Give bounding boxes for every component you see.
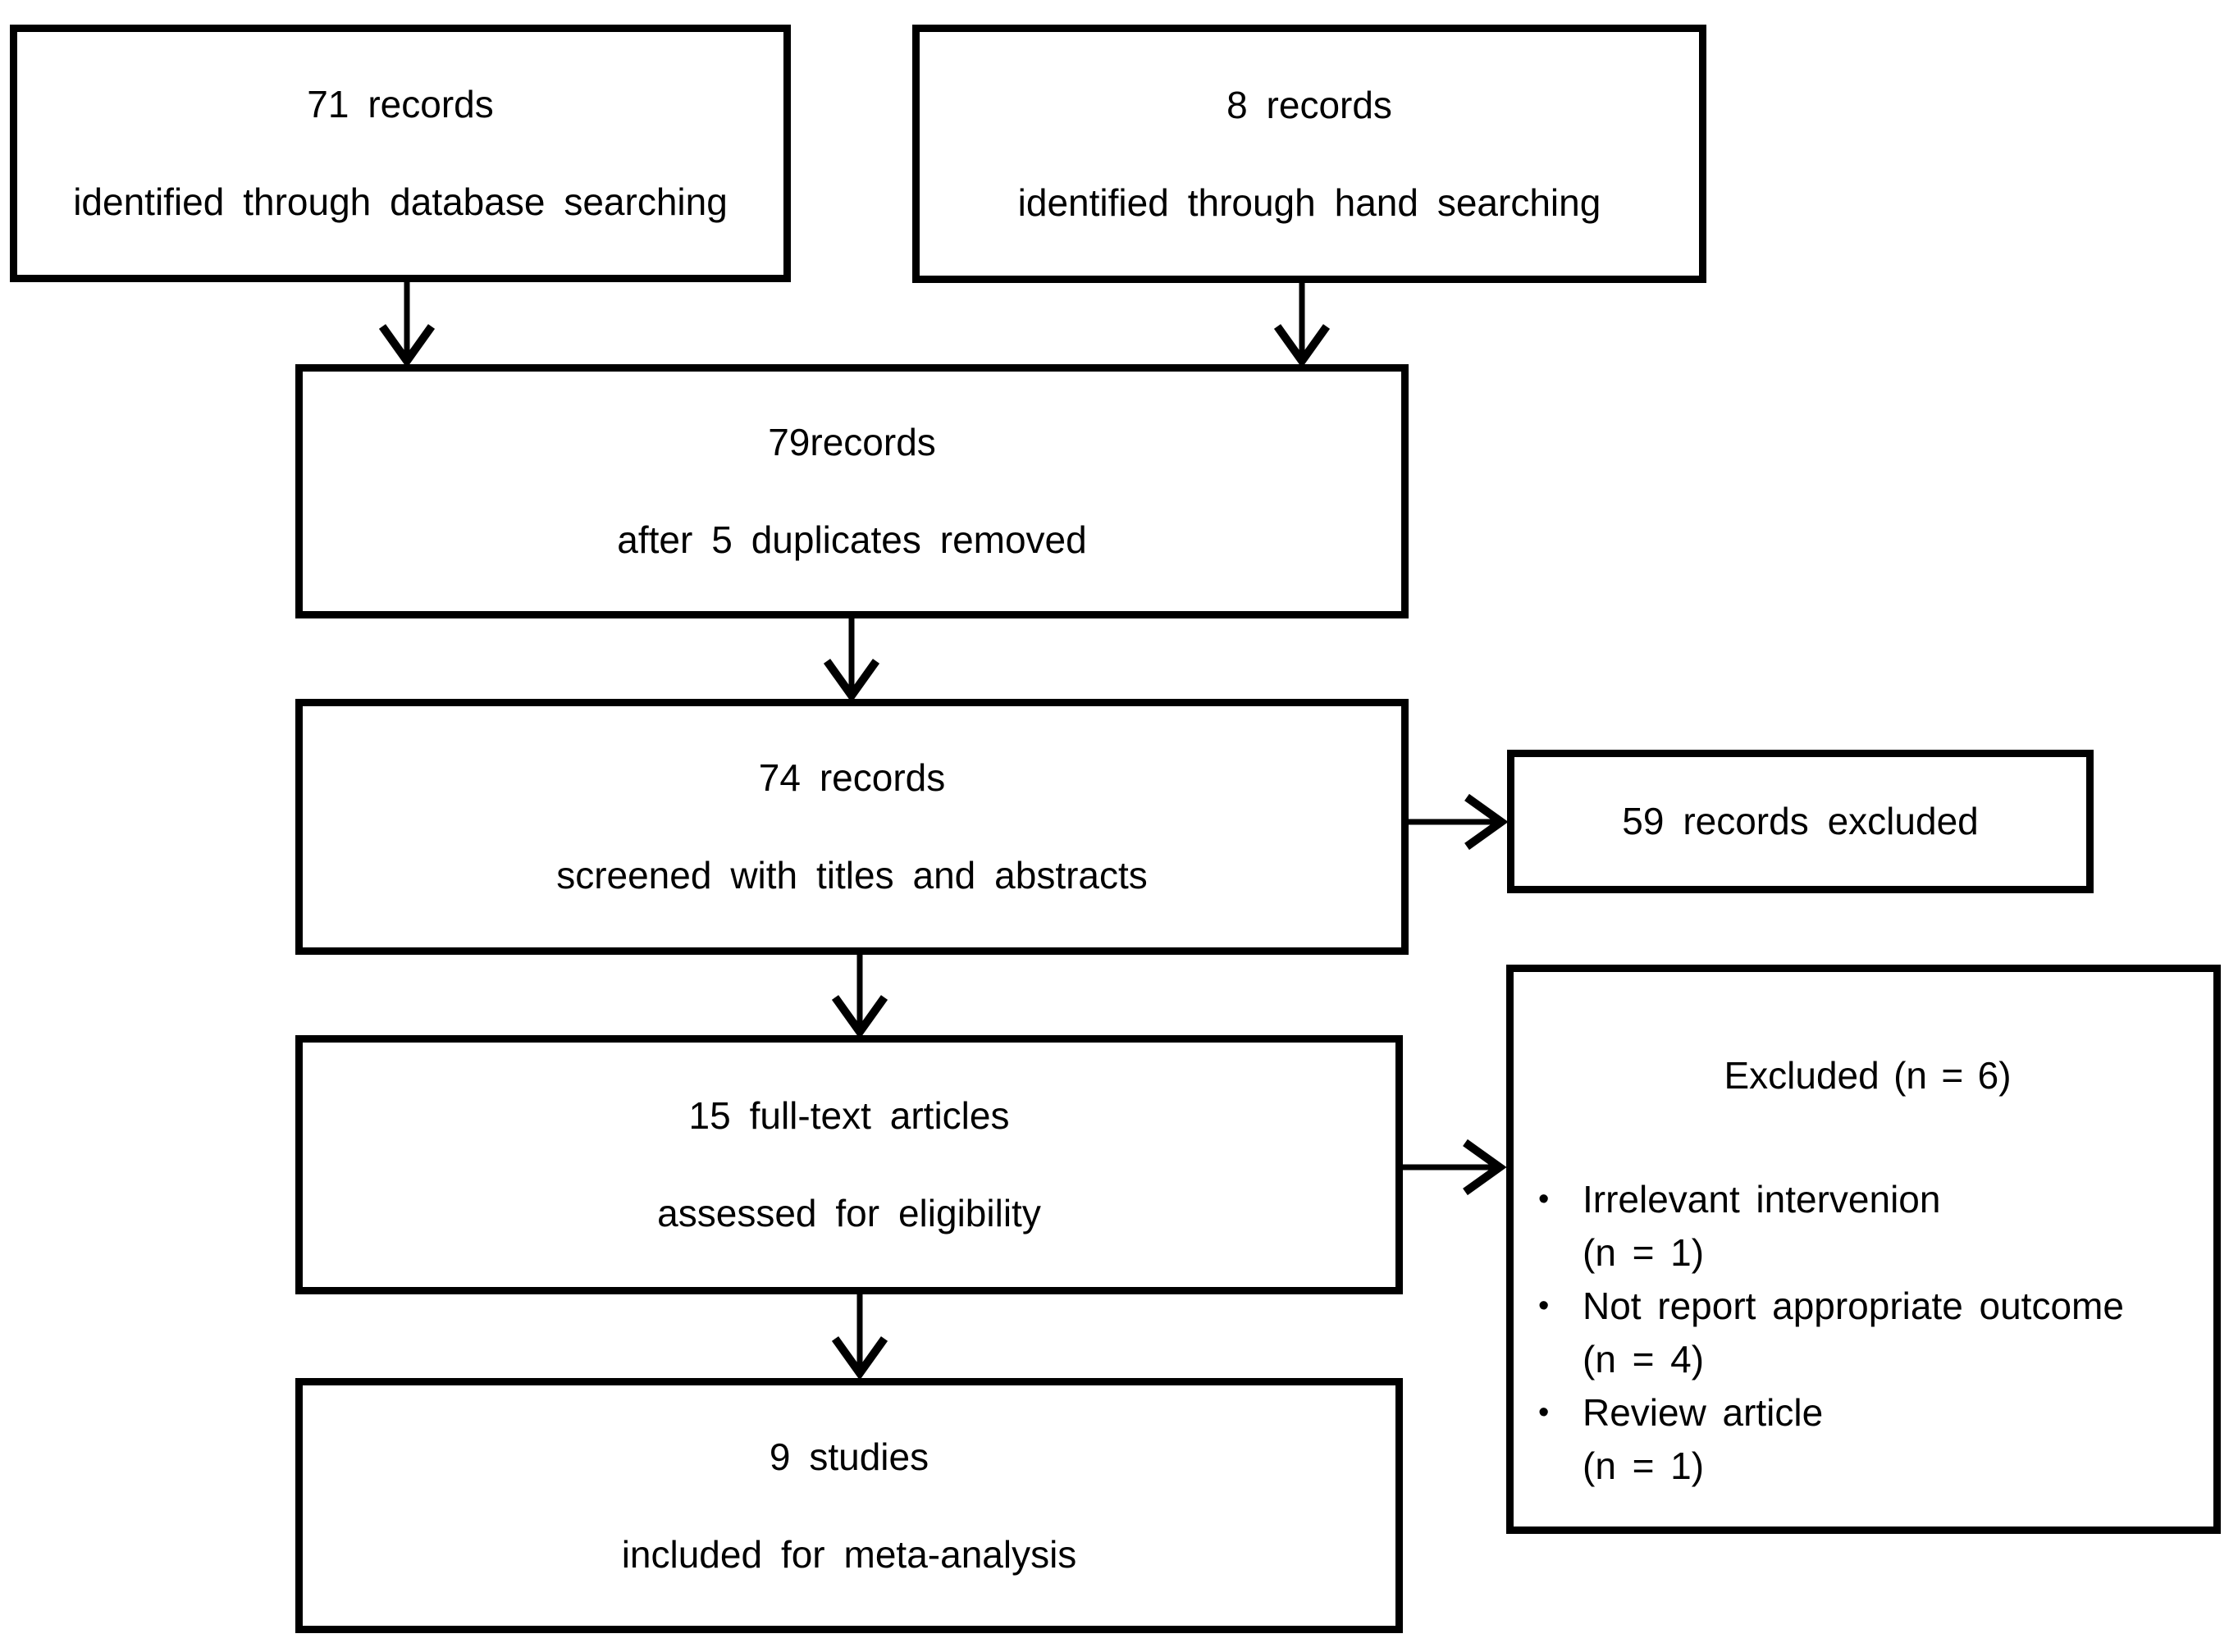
box-records-database: 71 records identified through database s… — [10, 25, 791, 282]
box-after-duplicates: 79records after 5 duplicates removed — [295, 364, 1409, 618]
arrow-fulltext-to-included — [831, 1294, 888, 1380]
records-hand-caption: identified through hand searching — [1017, 180, 1601, 224]
records-database-caption: identified through database searching — [73, 180, 728, 223]
arrow-hand-to-merged — [1273, 281, 1331, 368]
bullet-icon: • — [1538, 1181, 1550, 1216]
exclusion-reason-label: Review article — [1583, 1390, 1824, 1434]
fulltext-caption: assessed for eligibility — [657, 1192, 1041, 1234]
arrow-merged-to-screened — [823, 618, 880, 703]
exclusion-reason-count: (n = 1) — [1583, 1230, 1705, 1274]
exclusion-reason-label: Not report appropriate outcome — [1583, 1284, 2124, 1327]
list-item: • Not report appropriate outcome (n = 4) — [1538, 1280, 2197, 1386]
arrow-fulltext-to-reasons — [1403, 1139, 1507, 1196]
arrow-screened-to-excluded — [1409, 793, 1509, 851]
box-screened: 74 records screened with titles and abst… — [295, 699, 1409, 955]
box-records-excluded: 59 records excluded — [1507, 750, 2094, 893]
exclusion-reasons-title: Excluded (n = 6) — [1724, 1054, 2012, 1097]
screened-count: 74 records — [758, 756, 946, 800]
box-included: 9 studies included for meta-analysis — [295, 1378, 1403, 1633]
after-duplicates-count: 79records — [768, 421, 936, 464]
included-caption: included for meta-analysis — [621, 1532, 1077, 1576]
exclusion-reason-count: (n = 4) — [1583, 1337, 1705, 1380]
records-excluded-label: 59 records excluded — [1622, 800, 1979, 843]
included-count: 9 studies — [769, 1435, 929, 1478]
bullet-icon: • — [1538, 1288, 1550, 1323]
screened-caption: screened with titles and abstracts — [556, 854, 1148, 897]
list-item: • Review article (n = 1) — [1538, 1386, 2197, 1493]
exclusion-reason-label: Irrelevant intervenion — [1583, 1177, 1941, 1221]
box-records-hand: 8 records identified through hand search… — [912, 25, 1706, 283]
fulltext-count: 15 full-text articles — [688, 1094, 1010, 1138]
records-database-count: 71 records — [307, 83, 494, 126]
arrow-database-to-merged — [378, 281, 436, 368]
list-item: • Irrelevant intervenion (n = 1) — [1538, 1173, 2197, 1280]
exclusion-reason-count: (n = 1) — [1583, 1444, 1705, 1487]
box-exclusion-reasons: Excluded (n = 6) • Irrelevant intervenio… — [1506, 965, 2221, 1534]
after-duplicates-caption: after 5 duplicates removed — [617, 518, 1087, 561]
bullet-icon: • — [1538, 1394, 1550, 1430]
records-hand-count: 8 records — [1226, 83, 1392, 126]
exclusion-reasons-list: • Irrelevant intervenion (n = 1) • Not r… — [1538, 1173, 2197, 1493]
arrow-screened-to-fulltext — [831, 955, 888, 1039]
box-fulltext: 15 full-text articles assessed for eligi… — [295, 1035, 1403, 1294]
